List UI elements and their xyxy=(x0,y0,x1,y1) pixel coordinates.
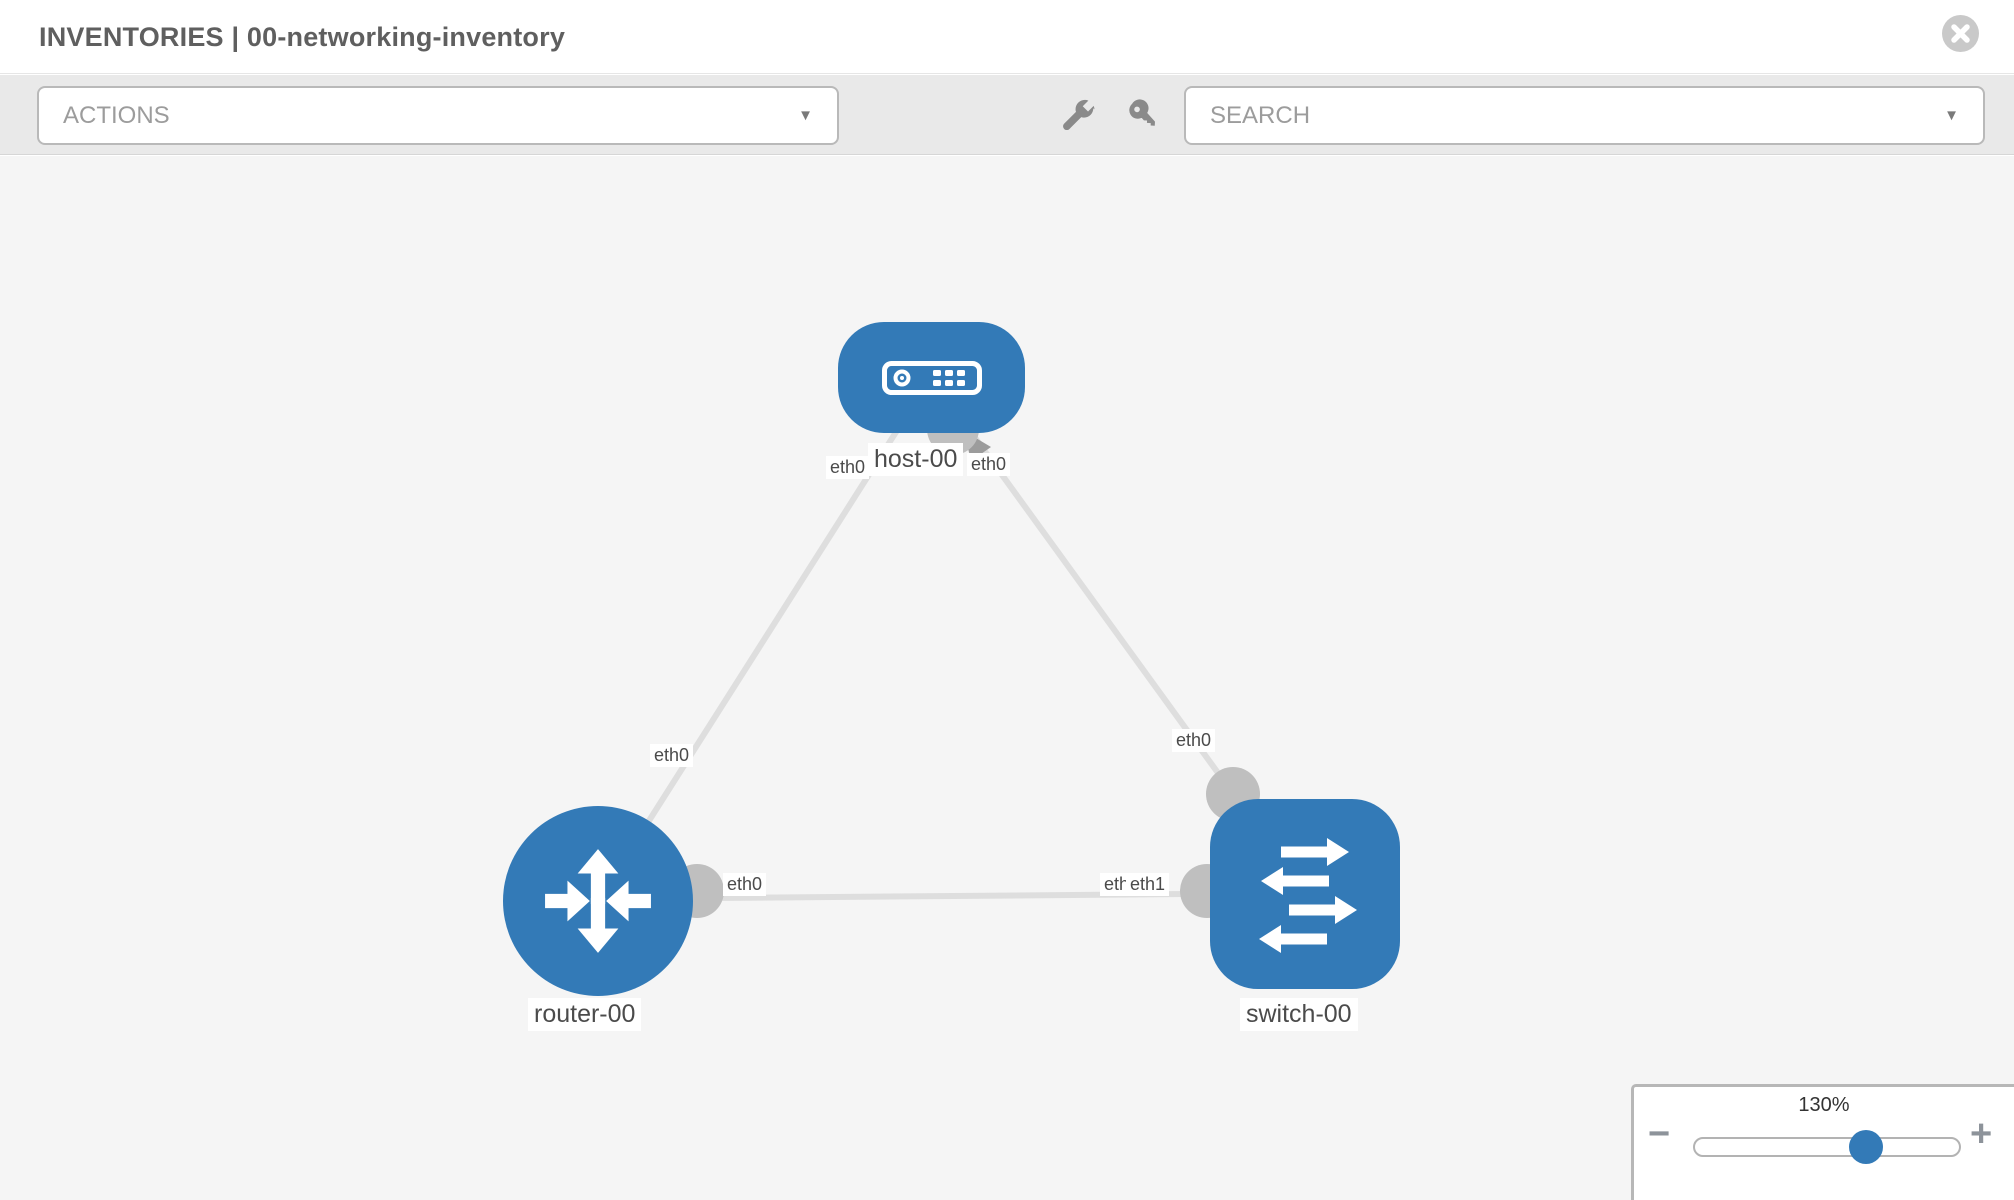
interface-label: eth0 xyxy=(1172,729,1216,752)
actions-dropdown-label: ACTIONS xyxy=(63,101,170,129)
interface-label: eth0 xyxy=(650,744,694,767)
zoom-out-button[interactable]: − xyxy=(1648,1113,1671,1155)
search-dropdown[interactable]: SEARCH ▼ xyxy=(1184,86,1985,145)
node-host-00[interactable] xyxy=(838,322,1025,433)
search-dropdown-label: SEARCH xyxy=(1210,101,1311,129)
interface-label: eth0 xyxy=(967,453,1011,476)
chevron-down-icon: ▼ xyxy=(798,106,813,124)
close-button[interactable] xyxy=(1942,15,1979,52)
router-icon xyxy=(545,849,651,953)
node-label-switch-00: switch-00 xyxy=(1240,998,1358,1031)
node-router-00[interactable] xyxy=(503,806,693,996)
interface-label: eth0 xyxy=(723,873,767,896)
interface-label: eth1 xyxy=(1126,873,1170,896)
chevron-down-icon: ▼ xyxy=(1944,106,1959,124)
key-icon[interactable] xyxy=(1125,98,1161,134)
wrench-icon[interactable] xyxy=(1059,98,1095,134)
topology-edges-layer xyxy=(595,375,1308,918)
node-label-host-00: host-00 xyxy=(868,443,964,476)
interface-label: eth0 xyxy=(826,456,870,479)
zoom-value: 130% xyxy=(1798,1094,1850,1116)
zoom-panel: 130% − + xyxy=(1631,1084,2014,1200)
toolbar: ACTIONS ▼ SEARCH ▼ xyxy=(0,75,2014,155)
node-label-router-00: router-00 xyxy=(528,998,642,1031)
host-icon xyxy=(881,360,982,395)
switch-icon xyxy=(1259,838,1357,953)
panel-header: INVENTORIES | 00-networking-inventory xyxy=(0,0,2014,74)
close-icon xyxy=(1951,24,1970,43)
zoom-slider-knob[interactable] xyxy=(1849,1130,1883,1164)
topology-canvas[interactable]: eth0 eth0 eth0 eth0 eth0 eth1 eth1 host-… xyxy=(0,156,2014,1200)
node-switch-00[interactable] xyxy=(1210,799,1400,989)
zoom-slider[interactable] xyxy=(1693,1130,1961,1164)
actions-dropdown[interactable]: ACTIONS ▼ xyxy=(37,86,839,145)
zoom-in-button[interactable]: + xyxy=(1970,1113,1993,1155)
page-title: INVENTORIES | 00-networking-inventory xyxy=(39,22,566,52)
